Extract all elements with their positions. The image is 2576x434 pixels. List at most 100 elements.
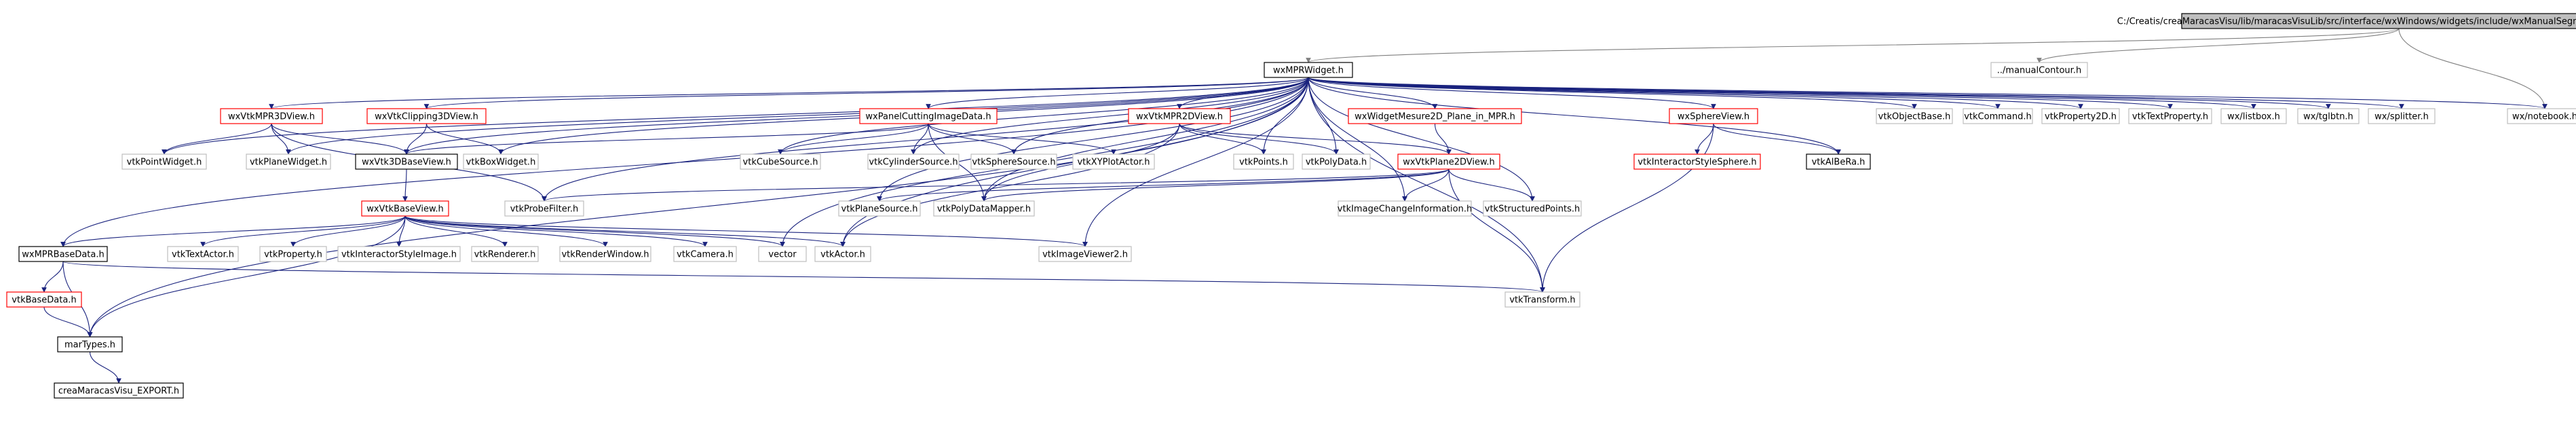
node-box — [1963, 108, 2033, 124]
node-vtkImageChangeInformation[interactable]: vtkImageChangeInformation.h — [1338, 200, 1472, 217]
node-vtkPolyData[interactable]: vtkPolyData.h — [1302, 153, 1371, 170]
node-vtkObjectBase[interactable]: vtkObjectBase.h — [1876, 108, 1953, 124]
node-box — [2220, 108, 2287, 124]
node-vtkImageViewer2[interactable]: vtkImageViewer2.h — [1038, 246, 1132, 262]
node-wxVtkMPR2DView[interactable]: wxVtkMPR2DView.h — [1128, 108, 1231, 124]
edge-wxVtkPlane2DView-to-vtkPlaneSource — [877, 168, 1450, 202]
node-vtkRenderWindow[interactable]: vtkRenderWindow.h — [559, 246, 651, 262]
node-wxnotebook[interactable]: wx/notebook.h — [2507, 108, 2576, 124]
node-vtkSphereSource[interactable]: vtkSphereSource.h — [970, 153, 1057, 170]
node-label: vtkTextActor.h — [172, 250, 234, 260]
node-box — [463, 153, 539, 170]
node-vtkAlBeRa[interactable]: vtkAlBeRa.h — [1806, 153, 1871, 170]
node-vtkPlaneWidget[interactable]: vtkPlaneWidget.h — [246, 153, 331, 170]
edge-wxMPRWidget-to-vtkPoints — [1261, 77, 1309, 155]
node-wxPanelCuttingImageData[interactable]: wxPanelCuttingImageData.h — [859, 108, 998, 124]
edge-wxVtkBaseView-to-vtkCamera — [404, 215, 708, 247]
node-wxtglbtn[interactable]: wx/tglbtn.h — [2297, 108, 2360, 124]
node-wxVtkBaseView[interactable]: wxVtkBaseView.h — [361, 200, 449, 217]
node-label: vtkProperty2D.h — [2045, 112, 2117, 122]
edge-wxMPRWidget-to-vtkObjectBase — [1308, 77, 1917, 109]
node-vtkRenderer[interactable]: vtkRenderer.h — [471, 246, 539, 262]
node-label: vtkInteractorStyleSphere.h — [1637, 158, 1756, 168]
edge-wxMPRWidget-to-vtkPolyData — [1308, 77, 1339, 155]
node-vtkTextActor[interactable]: vtkTextActor.h — [167, 246, 239, 262]
node-label: wxVtkBaseView.h — [366, 204, 444, 215]
node-label: wxSphereView.h — [1678, 112, 1749, 122]
node-box — [361, 200, 449, 217]
node-vtkCylinderSource[interactable]: vtkCylinderSource.h — [867, 153, 960, 170]
node-wxMPRBaseData[interactable]: wxMPRBaseData.h — [18, 246, 108, 262]
node-vtkProbeFilter[interactable]: vtkProbeFilter.h — [504, 200, 584, 217]
node-vtkBaseData[interactable]: vtkBaseData.h — [6, 291, 82, 308]
node-box — [1233, 153, 1294, 170]
node-vtkInteractorStyleSphere[interactable]: vtkInteractorStyleSphere.h — [1633, 153, 1761, 170]
node-creaMaracasVisuEXPORT[interactable]: creaMaracasVisu_EXPORT.h — [54, 382, 184, 399]
node-vtkPointWidget[interactable]: vtkPointWidget.h — [121, 153, 207, 170]
node-label: vtkSphereSource.h — [972, 158, 1055, 168]
edge-wxMPRWidget-to-wxtglbtn — [1308, 77, 2331, 109]
edge-wxVtkBaseView-to-vtkRenderWindow — [404, 215, 608, 247]
node-vtkProperty[interactable]: vtkProperty.h — [259, 246, 327, 262]
node-wxSphereView[interactable]: wxSphereView.h — [1669, 108, 1758, 124]
node-box — [1876, 108, 1953, 124]
node-label: wx/notebook.h — [2512, 112, 2576, 122]
node-vtkXYPlotActor[interactable]: vtkXYPlotActor.h — [1072, 153, 1155, 170]
node-vtkPolyDataMapper[interactable]: vtkPolyDataMapper.h — [933, 200, 1035, 217]
node-manualContour[interactable]: ../manualContour.h — [1990, 62, 2088, 78]
node-box — [167, 246, 239, 262]
node-root[interactable]: C:/Creatis/creaMaracasVisu/lib/maracasVi… — [2117, 13, 2576, 29]
node-box — [246, 153, 331, 170]
edge-wxVtkPlane2DView-to-vtkTransform — [1448, 168, 1545, 293]
node-label: vtkObjectBase.h — [1878, 112, 1951, 122]
node-vtkInteractorStyleImage[interactable]: vtkInteractorStyleImage.h — [337, 246, 461, 262]
node-box — [2368, 108, 2436, 124]
edge-wxMPRWidget-to-wxPanelCuttingImageData — [926, 77, 1309, 109]
node-label: vtkProperty.h — [264, 250, 322, 260]
edge-root-to-wxnotebook — [2398, 28, 2547, 109]
node-wxWidgetMesure2D[interactable]: wxWidgetMesure2D_Plane_in_MPR.h — [1348, 108, 1522, 124]
node-label: vtkXYPlotActor.h — [1077, 158, 1150, 168]
node-vtkBoxWidget[interactable]: vtkBoxWidget.h — [463, 153, 539, 170]
node-vtkCubeSource[interactable]: vtkCubeSource.h — [740, 153, 821, 170]
node-wxsplitter[interactable]: wx/splitter.h — [2368, 108, 2436, 124]
node-box — [54, 382, 184, 399]
node-wxVtkPlane2DView[interactable]: wxVtkPlane2DView.h — [1397, 153, 1500, 170]
node-vtkTransform[interactable]: vtkTransform.h — [1504, 291, 1580, 308]
node-label: vtkProbeFilter.h — [510, 204, 579, 215]
node-wxVtkClipping3DView[interactable]: wxVtkClipping3DView.h — [366, 108, 487, 124]
node-label: vtkCylinderSource.h — [869, 158, 958, 168]
edge-wxMPRWidget-to-vtkPolyDataMapper — [981, 77, 1309, 202]
node-vtkPlaneSource[interactable]: vtkPlaneSource.h — [838, 200, 921, 217]
node-vtkProperty2D[interactable]: vtkProperty2D.h — [2041, 108, 2120, 124]
edge-marTypes-to-creaMaracasVisuEXPORT — [89, 351, 121, 384]
edge-wxMPRWidget-to-vtkCylinderSource — [911, 77, 1309, 155]
node-vtkStructuredPoints[interactable]: vtkStructuredPoints.h — [1483, 200, 1582, 217]
node-vtkActor[interactable]: vtkActor.h — [814, 246, 871, 262]
node-wxVtkMPR3DView[interactable]: wxVtkMPR3DView.h — [220, 108, 323, 124]
node-vtkPoints[interactable]: vtkPoints.h — [1233, 153, 1294, 170]
node-wxVtk3DBaseView[interactable]: wxVtk3DBaseView.h — [355, 153, 458, 170]
node-vtkCamera[interactable]: vtkCamera.h — [673, 246, 737, 262]
node-box — [259, 246, 327, 262]
node-wxlistbox[interactable]: wx/listbox.h — [2220, 108, 2287, 124]
node-box — [838, 200, 921, 217]
edge-wxVtkMPR3DView-to-vtkPointWidget — [162, 123, 272, 155]
edge-wxVtkPlane2DView-to-vtkPolyDataMapper — [981, 168, 1450, 202]
node-label: vtkActor.h — [820, 250, 865, 260]
edge-wxMPRWidget-to-vtkPointWidget — [162, 77, 1309, 155]
node-box — [758, 246, 807, 262]
node-vtkCommand[interactable]: vtkCommand.h — [1963, 108, 2033, 124]
node-vector[interactable]: vector — [758, 246, 807, 262]
node-label: vtkCamera.h — [677, 250, 734, 260]
node-box — [814, 246, 871, 262]
edge-wxMPRWidget-to-wxlistbox — [1308, 77, 2256, 109]
node-box — [1038, 246, 1132, 262]
node-marTypes[interactable]: marTypes.h — [57, 336, 123, 352]
node-wxMPRWidget[interactable]: wxMPRWidget.h — [1264, 62, 1353, 78]
node-vtkTextProperty[interactable]: vtkTextProperty.h — [2128, 108, 2212, 124]
edge-vtkBaseData-to-marTypes — [43, 306, 93, 338]
node-label: vtkBaseData.h — [12, 295, 76, 306]
node-label: vector — [768, 250, 797, 260]
edge-wxVtkPlane2DView-to-vtkImageChangeInformation — [1402, 168, 1450, 202]
